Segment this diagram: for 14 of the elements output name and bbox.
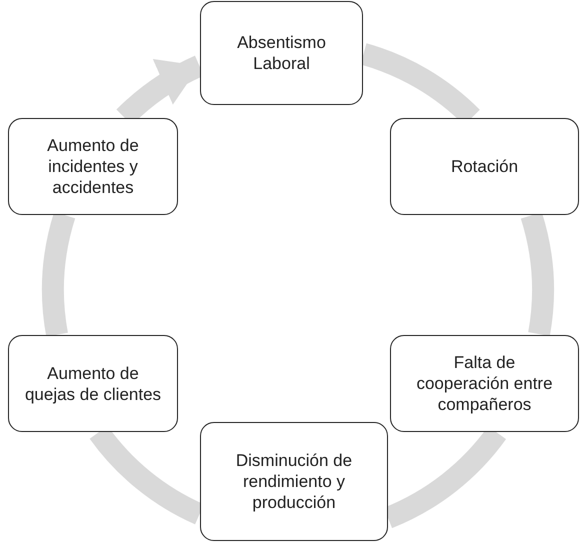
cycle-arc [520,212,554,336]
box-text: Aumento de incidentes y accidentes [46,135,140,198]
box-text: Rotación [450,156,518,177]
box-text: Disminución de rendimiento y producción [234,450,354,513]
box-text: Falta de cooperación entre compañeros [415,352,554,415]
cycle-arc [42,212,76,336]
rounded-box [390,118,579,215]
rounded-box [200,422,388,541]
rounded-box [8,335,178,432]
rounded-box [390,335,579,432]
rounded-box [200,1,363,105]
rounded-box [8,118,178,215]
box-text: Aumento de quejas de clientes [24,362,162,404]
box-text: Absentismo Laboral [236,32,327,74]
